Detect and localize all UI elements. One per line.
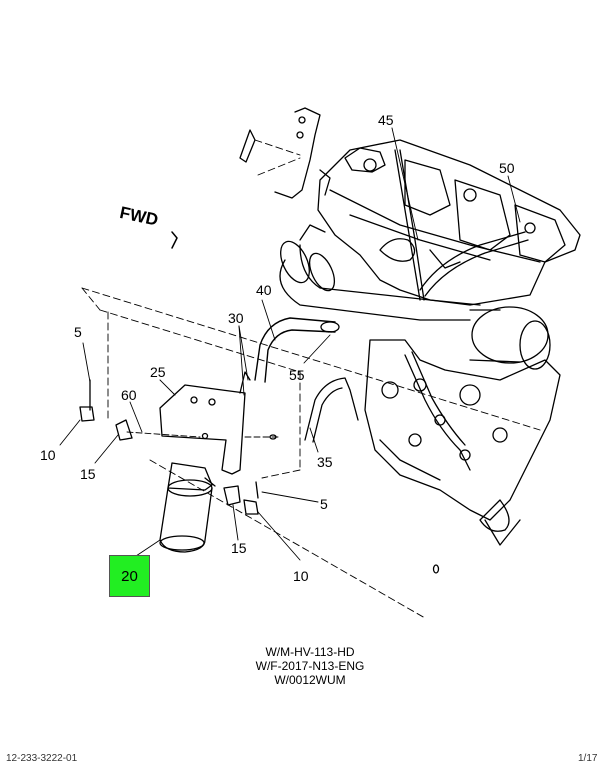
callout-55: 55 <box>289 367 305 383</box>
hose-40 <box>254 317 336 381</box>
callout-45: 45 <box>378 112 394 128</box>
callout-15-left: 15 <box>80 466 96 482</box>
callout-40: 40 <box>256 282 272 298</box>
footer-page: 1/17 <box>578 753 598 764</box>
note-line: W/0012WUM <box>274 673 346 687</box>
engine-block <box>317 139 581 574</box>
upper-bracket <box>239 107 331 199</box>
callout-25: 25 <box>150 364 166 380</box>
hose-35 <box>304 377 359 441</box>
callout-35: 35 <box>317 454 333 470</box>
note-line: W/F-2017-N13-ENG <box>255 659 365 673</box>
callout-5-upper: 5 <box>74 324 82 340</box>
callout-5-lower: 5 <box>320 496 328 512</box>
footer-part-number: 12-233-3222-01 <box>6 753 78 764</box>
callout-10-left: 10 <box>40 447 56 463</box>
assembly-outline <box>81 139 541 619</box>
callout-10-lower: 10 <box>293 568 309 584</box>
callout-60: 60 <box>121 387 137 403</box>
highlighted-part-20[interactable]: 20 <box>109 555 150 597</box>
fittings <box>79 379 259 515</box>
note-line: W/M-HV-113-HD <box>265 645 355 659</box>
callout-50: 50 <box>499 160 515 176</box>
mounting-bracket-25 <box>159 371 251 475</box>
charge-air-tube <box>279 224 551 370</box>
callout-15-lower: 15 <box>231 540 247 556</box>
applicability-notes: W/M-HV-113-HD W/F-2017-N13-ENG W/0012WUM <box>230 645 390 687</box>
fuel-filter-20 <box>159 462 216 553</box>
callout-30: 30 <box>228 310 244 326</box>
leader-lines <box>59 127 521 561</box>
